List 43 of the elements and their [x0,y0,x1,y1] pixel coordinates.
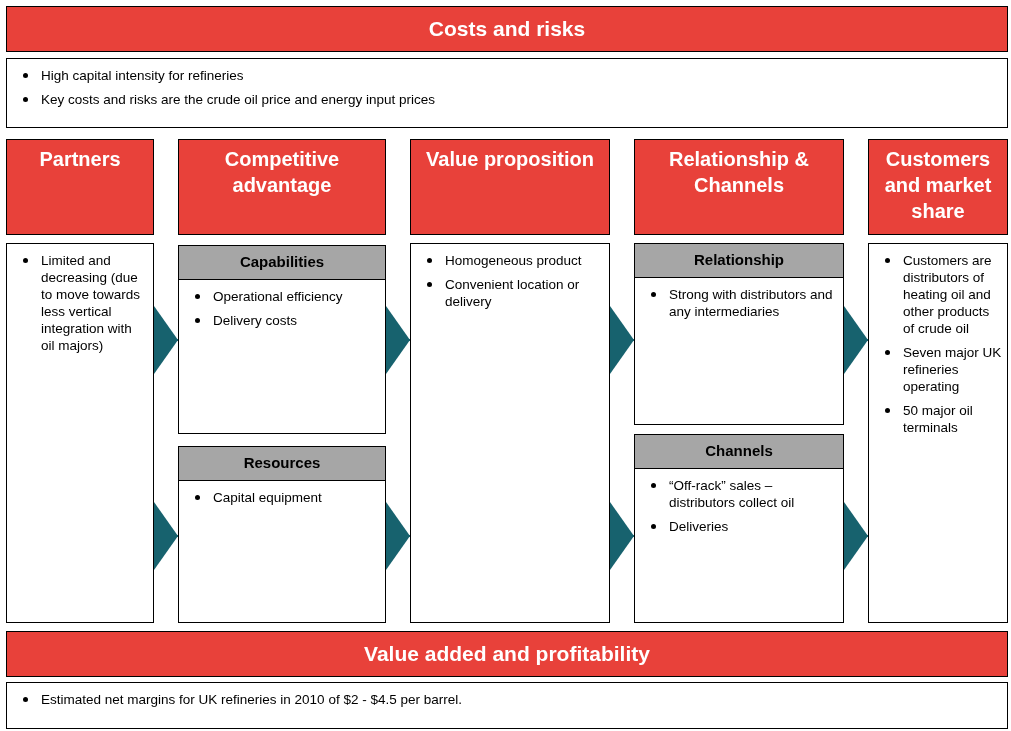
bullet-text: Delivery costs [213,312,298,329]
bullet-text: High capital intensity for refineries [41,67,244,84]
column-header: Value proposition [410,139,610,235]
bullet-text: Customers are distributors of heating oil and other products of crude oil [903,252,993,337]
chevron-arrow [385,306,411,374]
column-header: Competitive advantage [178,139,386,235]
text-box [634,434,844,623]
section-banner: Value added and profitability [6,631,1008,677]
bullet-text: “Off-rack” sales – distributors collect oil [669,477,796,511]
text-box [178,245,386,434]
chevron-arrow [153,306,179,374]
text-box [6,243,154,623]
bullet-text: 50 major oil terminals [903,402,974,436]
bullet-text: Convenient location or delivery [445,276,581,310]
text-box [6,682,1008,729]
bullet-text: Deliveries [669,518,729,535]
chevron-arrow [609,502,635,570]
chevron-arrow [609,306,635,374]
text-box [634,243,844,425]
text-box [178,446,386,623]
bullet-text: Estimated net margins for UK refineries in 2010 of $2 - $4.5 per barrel. [41,691,462,708]
chevron-arrow [843,502,869,570]
text-box [6,58,1008,128]
chevron-arrow [843,306,869,374]
subheading-bar: Channels [635,435,843,469]
column-header: Customers and market share [868,139,1008,235]
chevron-arrow [153,502,179,570]
bullet-text: Seven major UK refineries operating [903,344,1003,395]
text-box [410,243,610,623]
subheading-bar: Resources [179,447,385,481]
bullet-text: Key costs and risks are the crude oil price and energy input prices [41,91,435,108]
bullet-text: Strong with distributors and any intermediaries [669,286,834,320]
text-box [868,243,1008,623]
bullet-text: Homogeneous product [445,252,582,269]
bullet-text: Capital equipment [213,489,322,506]
subheading-bar: Relationship [635,244,843,278]
section-banner: Costs and risks [6,6,1008,52]
subheading-bar: Capabilities [179,246,385,280]
column-header: Relationship & Channels [634,139,844,235]
chevron-arrow [385,502,411,570]
column-header: Partners [6,139,154,235]
bullet-text: Limited and decreasing (due to move towards less vertical integration with oil majors) [41,252,142,354]
bullet-text: Operational efficiency [213,288,343,305]
